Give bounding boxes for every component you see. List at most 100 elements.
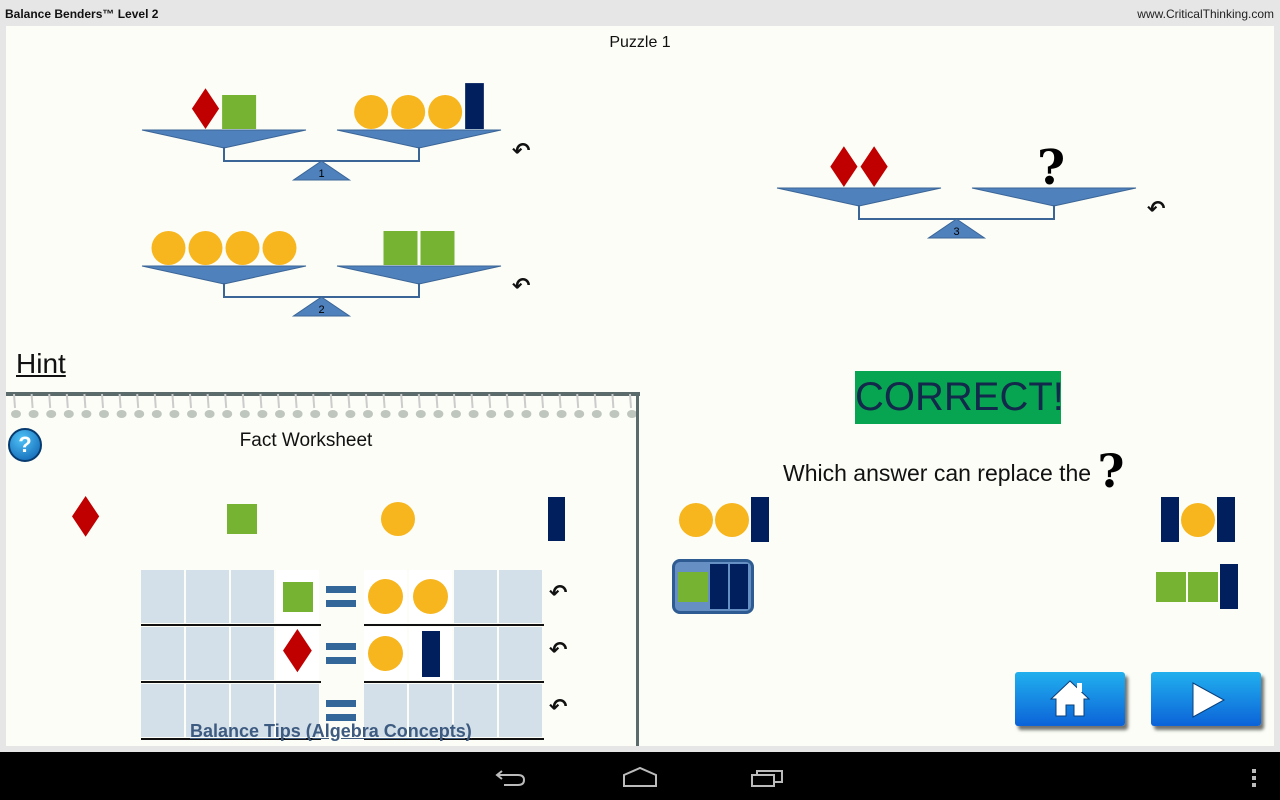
hint-heading[interactable]: Hint <box>16 348 66 379</box>
correct-banner: CORRECT! <box>855 371 1064 424</box>
worksheet-cell[interactable] <box>499 684 542 737</box>
ring <box>576 393 580 409</box>
worksheet-cell[interactable] <box>454 684 497 737</box>
ring-hole <box>204 410 215 418</box>
worksheet-cell[interactable] <box>141 570 184 623</box>
worksheet-cell[interactable] <box>454 570 497 623</box>
next-button[interactable] <box>1151 672 1261 726</box>
circle-shape <box>368 579 403 614</box>
worksheet-cell[interactable] <box>186 570 229 623</box>
worksheet-cell[interactable] <box>454 627 497 680</box>
worksheet-cell[interactable] <box>186 627 229 680</box>
answer-choice-4[interactable] <box>1151 559 1243 614</box>
worksheet-cell[interactable] <box>364 570 407 623</box>
website-label: www.CriticalThinking.com <box>1137 7 1274 21</box>
android-recents-icon[interactable] <box>750 767 786 789</box>
diamond-shape <box>191 88 220 129</box>
ring-hole <box>169 410 180 418</box>
ring <box>400 393 404 409</box>
scale-fulcrum <box>291 296 352 317</box>
scale-number: 1 <box>318 168 324 180</box>
ring <box>171 393 175 409</box>
square-shape <box>420 231 455 265</box>
circle-shape <box>354 95 389 129</box>
spiral-rings <box>6 392 640 418</box>
worksheet-cell[interactable] <box>231 627 274 680</box>
row-line <box>364 738 544 740</box>
system-nav-bar <box>0 752 1280 800</box>
ring <box>153 393 157 409</box>
scale-pan <box>141 265 307 285</box>
worksheet-cell[interactable] <box>499 570 542 623</box>
palette-circle[interactable] <box>378 496 418 542</box>
home-button[interactable] <box>1015 672 1125 726</box>
worksheet-cell[interactable] <box>186 684 229 737</box>
circle-shape <box>715 502 749 537</box>
palette-bar[interactable] <box>536 496 576 542</box>
bar-shape <box>1217 497 1235 542</box>
android-home-icon[interactable] <box>621 766 659 788</box>
bar-shape <box>751 497 769 542</box>
ring <box>558 393 562 409</box>
undo-icon[interactable]: ↶ <box>549 580 568 605</box>
ring-hole <box>151 410 162 418</box>
answer-choice-1[interactable] <box>674 492 774 547</box>
worksheet-cell[interactable] <box>141 684 184 737</box>
ring <box>118 393 122 409</box>
answer-choice-3[interactable] <box>672 559 754 614</box>
row-line <box>364 681 544 683</box>
worksheet-cell[interactable] <box>409 684 452 737</box>
worksheet-cell[interactable] <box>141 627 184 680</box>
scale-fulcrum <box>291 160 352 181</box>
row-line <box>141 624 321 626</box>
worksheet-cell[interactable] <box>409 627 452 680</box>
undo-icon[interactable]: ↶ <box>549 637 568 662</box>
ring <box>241 393 245 409</box>
worksheet-cell[interactable] <box>364 684 407 737</box>
row-line <box>141 738 321 740</box>
scale-pan <box>776 187 942 207</box>
notebook-edge <box>636 392 639 746</box>
android-back-icon[interactable] <box>494 766 530 788</box>
ring-hole <box>486 410 497 418</box>
worksheet-cell[interactable] <box>231 570 274 623</box>
worksheet-cell[interactable] <box>499 627 542 680</box>
ring-hole <box>257 410 268 418</box>
answer-choice-2[interactable] <box>1156 492 1240 547</box>
worksheet-cell[interactable] <box>276 627 319 680</box>
worksheet-title: Fact Worksheet <box>239 430 373 451</box>
ring <box>277 393 280 409</box>
ring <box>365 393 368 409</box>
worksheet-cell[interactable] <box>231 684 274 737</box>
undo-icon[interactable]: ↶ <box>512 273 531 298</box>
ring-hole <box>222 410 233 418</box>
palette-diamond[interactable] <box>66 496 106 542</box>
worksheet-cell[interactable] <box>276 570 319 623</box>
scale-beam <box>223 283 420 298</box>
palette-square[interactable] <box>222 496 262 542</box>
circle-shape <box>381 502 415 536</box>
undo-icon[interactable]: ↶ <box>549 694 568 719</box>
help-icon[interactable]: ? <box>8 428 42 462</box>
scale-pan <box>336 265 502 285</box>
ring <box>523 393 527 409</box>
question-mark-icon: ? <box>1097 444 1125 498</box>
ring <box>435 393 439 409</box>
worksheet-cell[interactable] <box>409 570 452 623</box>
ring-hole <box>28 410 39 418</box>
undo-icon[interactable]: ↶ <box>512 138 531 163</box>
worksheet-cell[interactable] <box>364 627 407 680</box>
diamond-shape <box>72 496 100 542</box>
diamond-shape <box>860 146 888 187</box>
balance-tips-link[interactable]: Balance Tips (Algebra Concepts) <box>190 721 472 741</box>
worksheet-cell[interactable] <box>276 684 319 737</box>
circle-shape <box>225 231 260 265</box>
square-shape <box>222 95 257 129</box>
ring <box>259 393 263 409</box>
play-icon <box>1192 682 1226 718</box>
ring <box>382 393 386 409</box>
undo-icon[interactable]: ↶ <box>1147 196 1166 221</box>
overflow-menu-icon[interactable] <box>1250 768 1258 788</box>
ring-hole <box>292 410 303 418</box>
balance-scale-1: 1 <box>141 80 512 215</box>
